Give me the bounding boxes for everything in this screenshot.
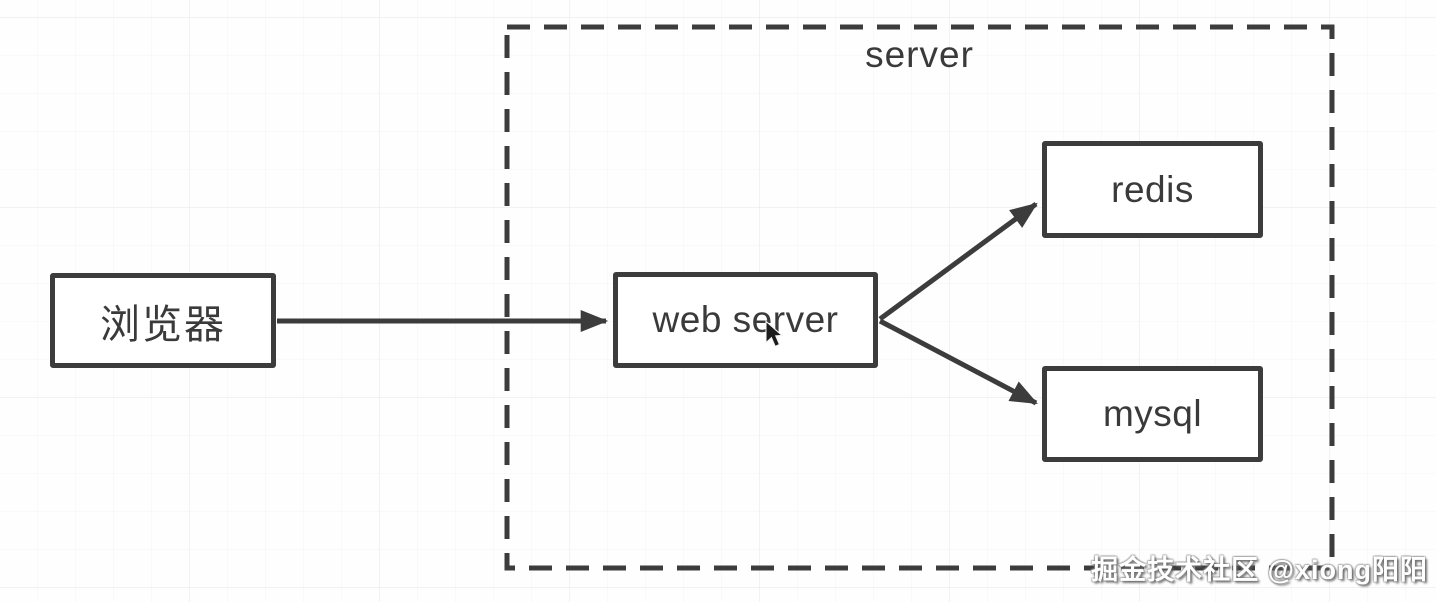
- node-mysql-label: mysql: [1102, 393, 1203, 434]
- node-browser[interactable]: 浏览器: [50, 273, 276, 368]
- node-redis-label: redis: [1111, 168, 1194, 210]
- node-web-server[interactable]: web server: [613, 272, 878, 368]
- node-web-server-label: web server: [652, 299, 839, 340]
- node-redis[interactable]: redis: [1042, 141, 1263, 238]
- watermark-text: 掘金技术社区 @xiong阳阳: [1091, 555, 1428, 585]
- arrow-webserver-to-redis: [878, 201, 1038, 322]
- arrow-webserver-to-mysql: [878, 318, 1038, 406]
- mouse-cursor-icon: [765, 320, 784, 348]
- server-boundary-dashed-box: [504, 24, 1335, 571]
- server-group-label: server: [865, 34, 974, 75]
- node-browser-label: 浏览器: [100, 302, 226, 347]
- node-mysql[interactable]: mysql: [1042, 366, 1263, 462]
